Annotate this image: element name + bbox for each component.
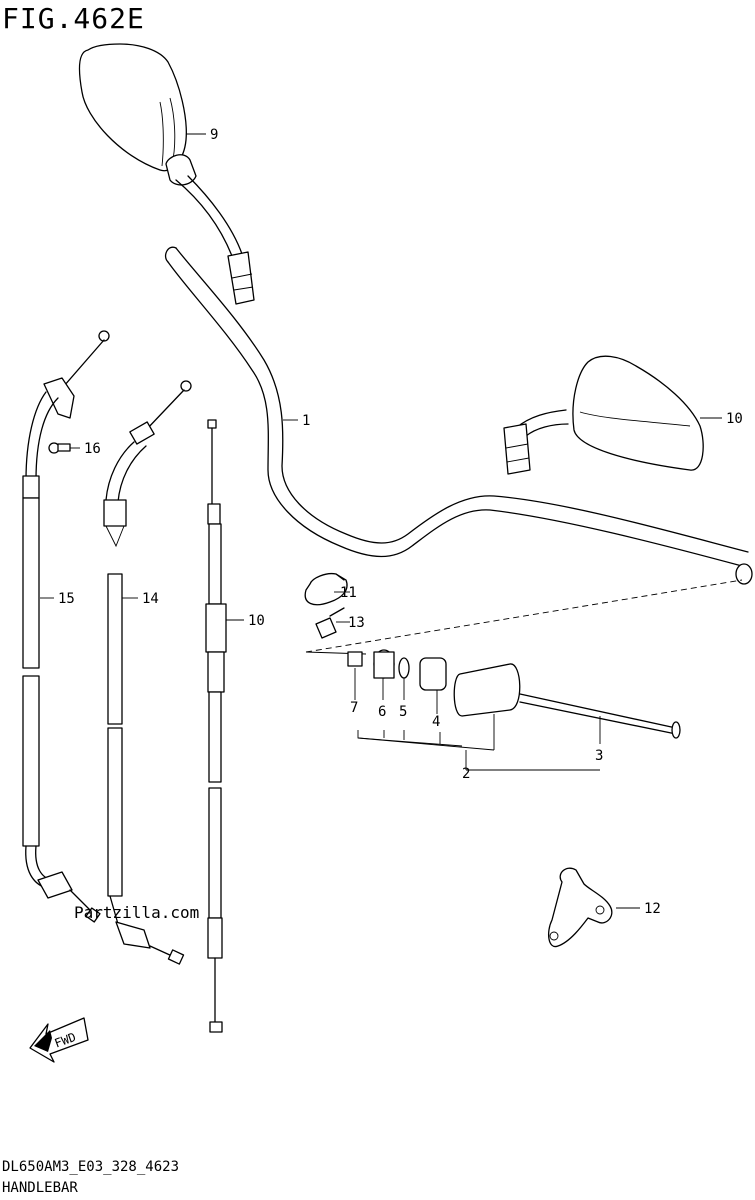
section-name: HANDLEBAR xyxy=(2,1180,78,1196)
handlebar[interactable] xyxy=(164,246,753,585)
bolt[interactable] xyxy=(315,607,345,639)
callout-3: 3 xyxy=(595,748,603,764)
callout-10: 10 xyxy=(248,613,265,629)
washer[interactable] xyxy=(398,657,410,679)
callout-7: 7 xyxy=(350,700,358,716)
callout-9: 10 xyxy=(726,411,743,427)
callout-11: 11 xyxy=(340,585,357,601)
model-code: DL650AM3_E03_328_4623 xyxy=(2,1159,180,1175)
fwd-label: FWD xyxy=(53,1030,78,1051)
balancer-cushion[interactable] xyxy=(419,657,447,691)
clamp[interactable] xyxy=(304,572,348,606)
mirror-left[interactable] xyxy=(78,43,255,305)
screw[interactable] xyxy=(48,442,71,454)
callout-1: 1 xyxy=(302,413,310,429)
callout-12: 12 xyxy=(644,901,661,917)
holder[interactable] xyxy=(547,867,613,948)
spacer[interactable] xyxy=(373,649,395,679)
callout-14: 14 xyxy=(142,591,159,607)
fwd-arrow-icon: FWD xyxy=(29,1017,89,1063)
callout-4: 4 xyxy=(432,714,440,730)
callout-8: 9 xyxy=(210,127,218,143)
figure-title: FIG.462E xyxy=(2,2,145,35)
callout-13: 13 xyxy=(348,615,365,631)
nut[interactable] xyxy=(347,651,363,667)
clutch-cable[interactable] xyxy=(205,419,227,1033)
throttle-cable-2[interactable] xyxy=(103,380,192,965)
callout-6: 6 xyxy=(378,704,386,720)
balancer-screw[interactable] xyxy=(519,693,681,739)
balancer-weight[interactable] xyxy=(453,663,521,717)
callout-5: 5 xyxy=(399,704,407,720)
mirror-right[interactable] xyxy=(503,355,704,475)
callout-16: 16 xyxy=(84,441,101,457)
watermark: Partzilla.com xyxy=(74,903,199,922)
callout-2: 2 xyxy=(462,766,470,782)
callout-15: 15 xyxy=(58,591,75,607)
throttle-cable-1[interactable] xyxy=(22,330,110,923)
